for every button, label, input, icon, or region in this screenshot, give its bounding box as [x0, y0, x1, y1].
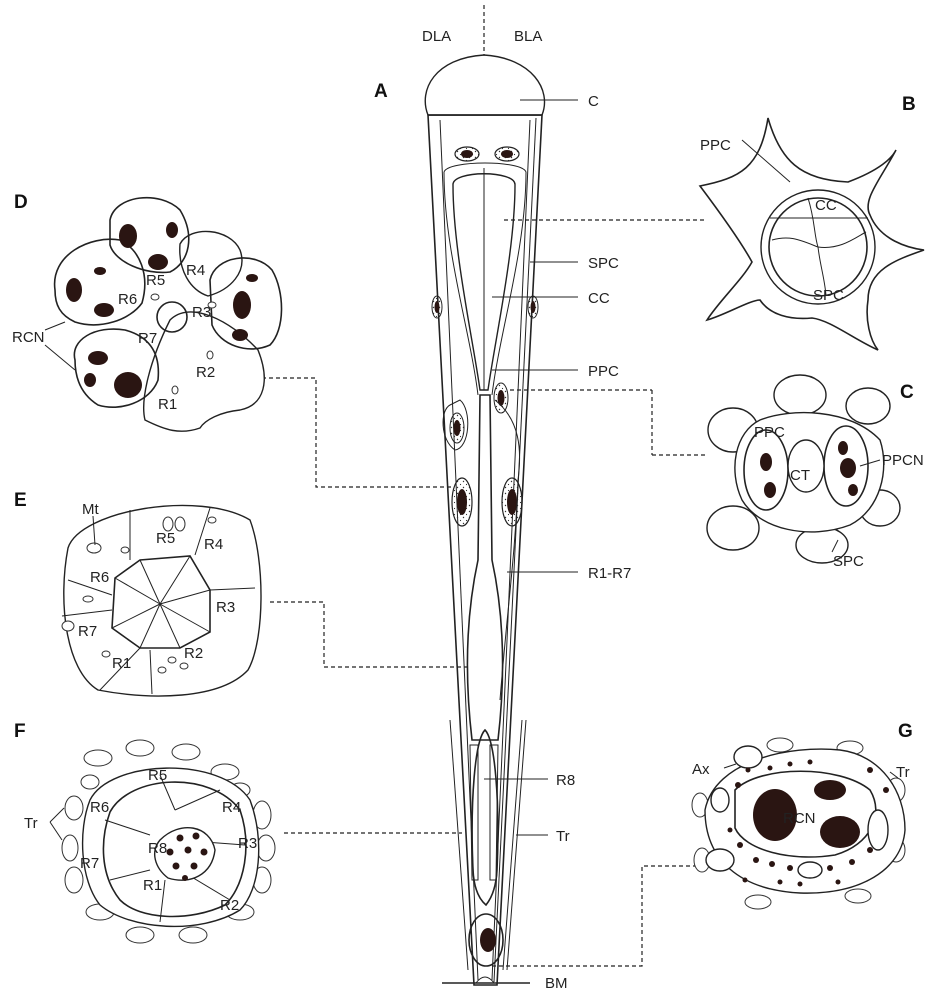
panel-label-b: B: [902, 94, 916, 115]
label-c-ct: CT: [790, 467, 810, 484]
label-a-cc: CC: [588, 290, 610, 307]
label-e-r2: R2: [184, 645, 203, 662]
label-c-spc: SPC: [833, 553, 864, 570]
label-g-ax: Ax: [692, 761, 710, 778]
label-e-mt: Mt: [82, 501, 99, 518]
label-c-ppcn: PPCN: [882, 452, 924, 469]
label-d-r6: R6: [118, 291, 137, 308]
label-e-r4: R4: [204, 536, 223, 553]
label-d-r3: R3: [192, 304, 211, 321]
label-c-ppc: PPC: [754, 424, 785, 441]
rhabdom-r1-r7: [467, 395, 502, 740]
label-e-r6: R6: [90, 569, 109, 586]
label-f-r7: R7: [80, 855, 99, 872]
label-f-r1: R1: [143, 877, 162, 894]
label-f-r2: R2: [220, 897, 239, 914]
label-d-r1: R1: [158, 396, 177, 413]
leader-g: [492, 866, 698, 966]
label-e-r5: R5: [156, 530, 175, 547]
panel-label-d: D: [14, 192, 28, 213]
label-d-r5: R5: [146, 272, 165, 289]
label-a-tr: Tr: [556, 828, 570, 845]
label-f-r8: R8: [148, 840, 167, 857]
label-b-ppc: PPC: [700, 137, 731, 154]
label-d-r7: R7: [138, 330, 157, 347]
label-f-r3: R3: [238, 835, 257, 852]
leader-e: [270, 602, 470, 667]
panel-label-f: F: [14, 721, 26, 742]
label-a-ppc: PPC: [588, 363, 619, 380]
label-a-spc: SPC: [588, 255, 619, 272]
label-b-spc: SPC: [813, 287, 844, 304]
corneal-lens: [425, 55, 544, 115]
label-a-r8: R8: [556, 772, 575, 789]
label-e-r1: R1: [112, 655, 131, 672]
panel-c-cross-section: [510, 375, 900, 563]
panel-label-c: C: [900, 382, 914, 403]
panel-label-a: A: [374, 81, 388, 102]
r8-cell: [472, 730, 498, 905]
leader-d: [262, 378, 452, 487]
label-f-r6: R6: [90, 799, 109, 816]
label-g-tr: Tr: [896, 764, 910, 781]
panel-label-g: G: [898, 721, 913, 742]
label-b-cc: CC: [815, 197, 837, 214]
label-f-r5: R5: [148, 767, 167, 784]
label-d-r4: R4: [186, 262, 205, 279]
label-bla: BLA: [514, 28, 542, 45]
label-dla: DLA: [422, 28, 451, 45]
label-e-r7: R7: [78, 623, 97, 640]
label-a-c: C: [588, 93, 599, 110]
label-f-tr: Tr: [24, 815, 38, 832]
label-a-r1-r7: R1-R7: [588, 565, 631, 582]
label-d-rcn: RCN: [12, 329, 45, 346]
label-bm: BM: [545, 975, 568, 992]
label-g-rcn: RCN: [783, 810, 816, 827]
panel-label-e: E: [14, 490, 27, 511]
label-e-r3: R3: [216, 599, 235, 616]
panel-d-cross-section: [45, 198, 452, 487]
label-d-r2: R2: [196, 364, 215, 381]
label-f-r4: R4: [222, 799, 241, 816]
